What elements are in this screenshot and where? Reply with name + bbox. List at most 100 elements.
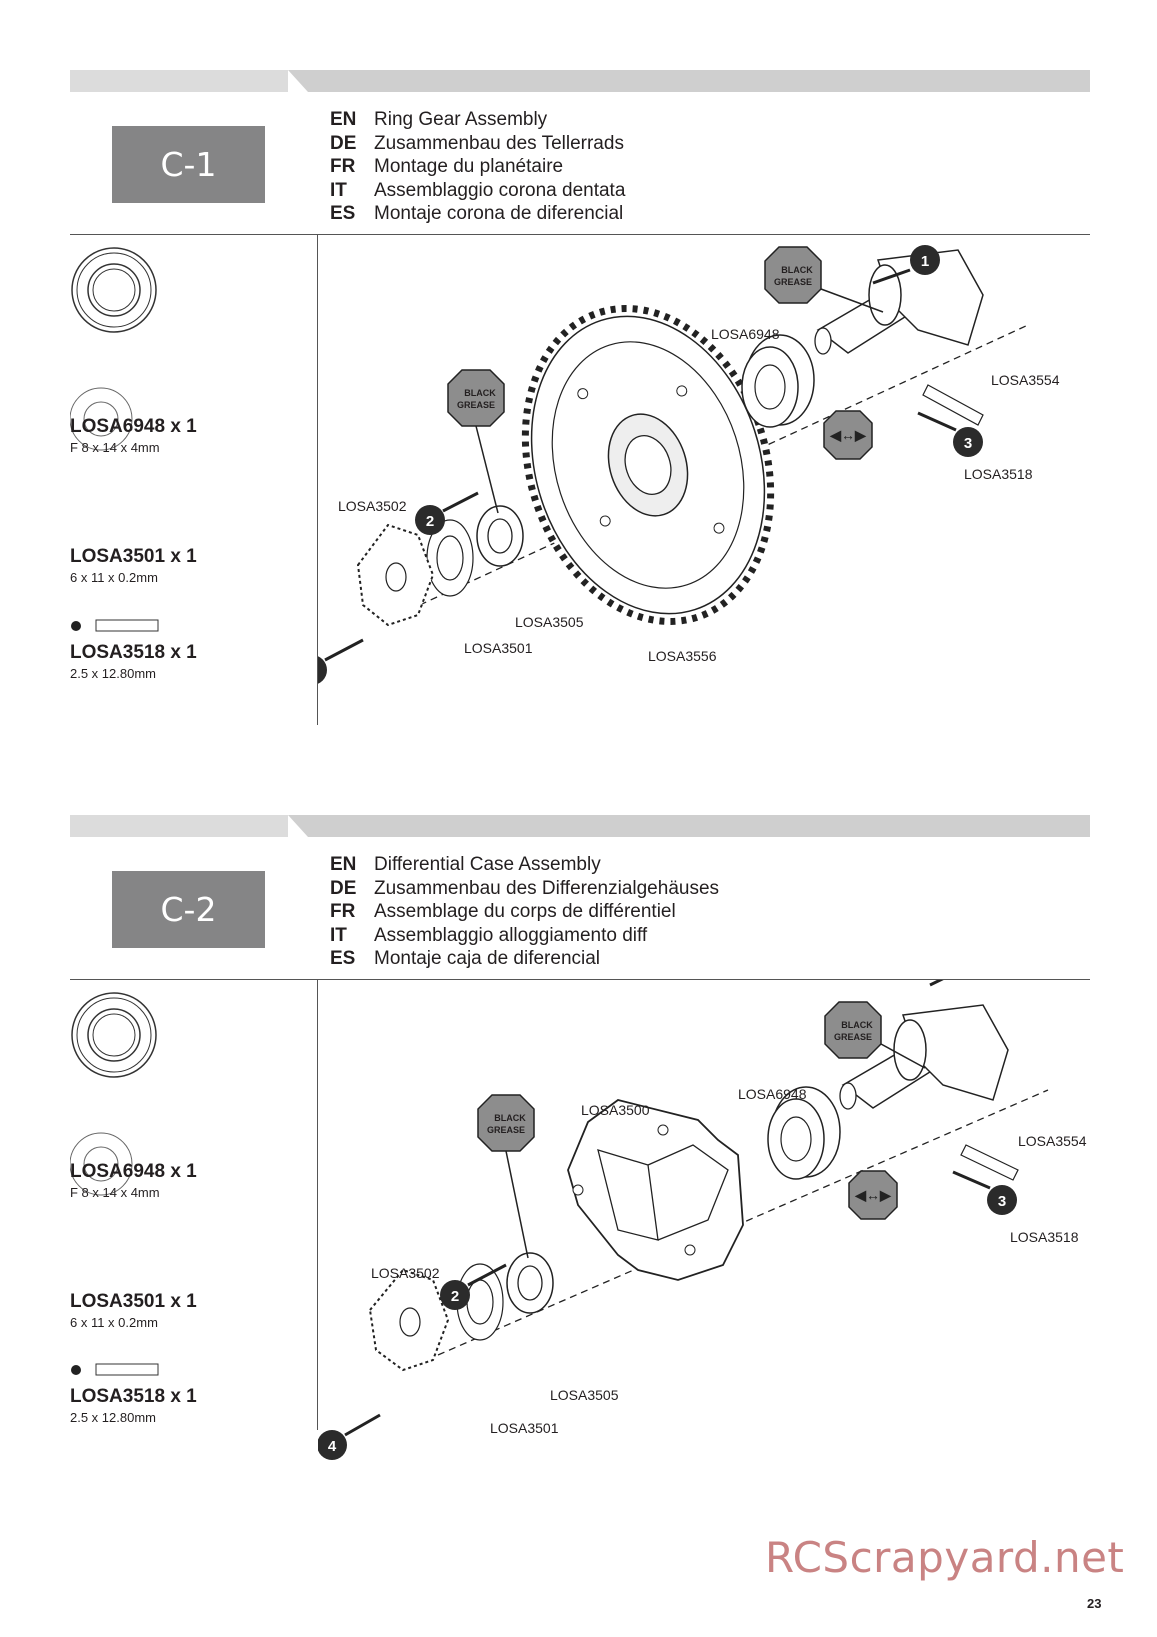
grease-label: GREASE <box>487 1125 525 1135</box>
shim <box>456 1263 504 1341</box>
title-text: Montaje corona de diferencial <box>374 203 624 224</box>
washer <box>476 505 524 567</box>
outdrive-cup <box>839 1004 1009 1110</box>
svg-text:◀↔▶: ◀↔▶ <box>854 1187 892 1203</box>
part-label: LOSA6948 <box>738 1086 807 1102</box>
lang-code: FR <box>330 901 356 922</box>
press-fit-icon: ◀↔▶ <box>848 1170 898 1220</box>
title-text: Differential Case Assembly <box>374 854 601 875</box>
grease-label: BLACK <box>494 1113 526 1123</box>
grease-badge: BLACK GREASE <box>824 1001 926 1069</box>
shim-icon <box>70 387 133 451</box>
part-dims: 2.5 x 12.80mm <box>70 666 156 681</box>
title-row: DE Zusammenbau des Tellerrads <box>330 132 625 156</box>
title-text: Assemblage du corps de différentiel <box>374 901 676 922</box>
bearing-icon <box>71 247 157 333</box>
callout-marker: 2 <box>415 491 479 535</box>
part-label: LOSA3505 <box>515 614 584 630</box>
callout-number: 4 <box>328 1438 337 1455</box>
watermark: RCScrapyard.net <box>765 1533 1125 1582</box>
bearing <box>741 334 815 428</box>
lang-code: DE <box>330 132 357 154</box>
part-label: LOSA3500 <box>581 1102 650 1118</box>
step-code: C-2 <box>112 871 265 948</box>
part-dims: F 8 x 14 x 4mm <box>70 1185 160 1200</box>
part-name: LOSA3518 x 1 <box>70 1386 197 1407</box>
lang-code: IT <box>330 924 347 946</box>
part-label: LOSA3556 <box>648 648 717 664</box>
callout-number: 1 <box>921 253 929 270</box>
column-divider <box>317 980 318 1430</box>
part-label: LOSA3502 <box>338 498 407 514</box>
header-bar-left <box>70 815 288 837</box>
callout-marker: 1 <box>872 245 940 285</box>
grease-label: BLACK <box>841 1020 873 1030</box>
assembly-diagram: BLACK GREASE BLACK GREASE ◀↔▶ 1 3 2 4 LO… <box>318 980 1087 1460</box>
title-row: DE Zusammenbau des Differenzialgehäuses <box>330 877 719 901</box>
callout-marker: 1 <box>929 980 944 987</box>
part-dims: F 8 x 14 x 4mm <box>70 440 160 455</box>
lang-code: FR <box>330 156 356 177</box>
title-text: Ring Gear Assembly <box>374 109 548 130</box>
lang-code: ES <box>330 948 356 969</box>
header-bar-right <box>288 815 1090 837</box>
grease-label: BLACK <box>781 265 813 275</box>
lang-code: ES <box>330 203 356 224</box>
part-label: LOSA3501 <box>490 1420 559 1436</box>
lang-code: EN <box>330 109 357 130</box>
grease-label: GREASE <box>774 277 812 287</box>
pin-icon <box>71 1363 159 1376</box>
pin <box>922 384 984 426</box>
title-text: Zusammenbau des Tellerrads <box>374 132 624 154</box>
part-name: LOSA3518 x 1 <box>70 642 197 663</box>
part-label: LOSA3518 <box>964 466 1033 482</box>
parts-icons <box>70 992 157 1196</box>
grease-badge: BLACK GREASE <box>447 369 505 514</box>
title-text: Montaje caja de diferencial <box>374 948 601 969</box>
page-number: 23 <box>1087 1596 1102 1611</box>
assembly-diagram: BLACK GREASE BLACK GREASE ◀↔▶ 1 3 2 4 LO… <box>318 245 1060 684</box>
callout-number: 2 <box>451 1288 459 1305</box>
lang-code: DE <box>330 877 357 899</box>
callout-number: 2 <box>426 513 434 530</box>
part-name: LOSA6948 x 1 <box>70 1161 197 1182</box>
shim <box>426 519 474 597</box>
grease-badge: BLACK GREASE <box>477 1094 535 1259</box>
shim-icon <box>70 1132 133 1196</box>
bearing <box>767 1086 841 1180</box>
callout-number: 3 <box>964 435 972 452</box>
ring-gear <box>521 305 775 625</box>
callout-marker: 3 <box>917 411 983 457</box>
title-text: Zusammenbau des Differenzialgehäuses <box>374 877 720 899</box>
section-divider <box>70 234 1090 235</box>
step-code: C-1 <box>112 126 265 203</box>
part-name: LOSA6948 x 1 <box>70 416 197 437</box>
header-bar-right <box>288 70 1090 92</box>
diff-case <box>567 1099 744 1281</box>
grease-label: GREASE <box>457 400 495 410</box>
bevel-gear <box>356 523 435 627</box>
part-label: LOSA3554 <box>1018 1133 1087 1149</box>
callout-number: 3 <box>998 1193 1006 1210</box>
part-label: LOSA3505 <box>550 1387 619 1403</box>
title-row: FR Assemblage du corps de différentiel <box>330 900 719 924</box>
title-row: IT Assemblaggio alloggiamento diff <box>330 924 719 948</box>
part-label: LOSA3554 <box>991 372 1060 388</box>
washer <box>506 1252 554 1314</box>
section-divider <box>70 979 1090 980</box>
callout-marker: 4 <box>318 638 364 684</box>
part-label: LOSA6948 <box>711 326 780 342</box>
pin <box>960 1144 1019 1181</box>
part-label: LOSA3502 <box>371 1265 440 1281</box>
press-fit-icon: ◀↔▶ <box>823 410 873 460</box>
title-row: EN Ring Gear Assembly <box>330 108 625 132</box>
title-text: Assemblaggio alloggiamento diff <box>374 924 648 946</box>
callout-marker: 2 <box>440 1263 507 1310</box>
step-titles: EN Ring Gear Assembly DE Zusammenbau des T… <box>330 108 625 226</box>
part-label: LOSA3501 <box>464 640 533 656</box>
title-row: ES Montaje caja de diferencial <box>330 947 719 971</box>
title-text: Assemblaggio corona dentata <box>374 179 626 201</box>
